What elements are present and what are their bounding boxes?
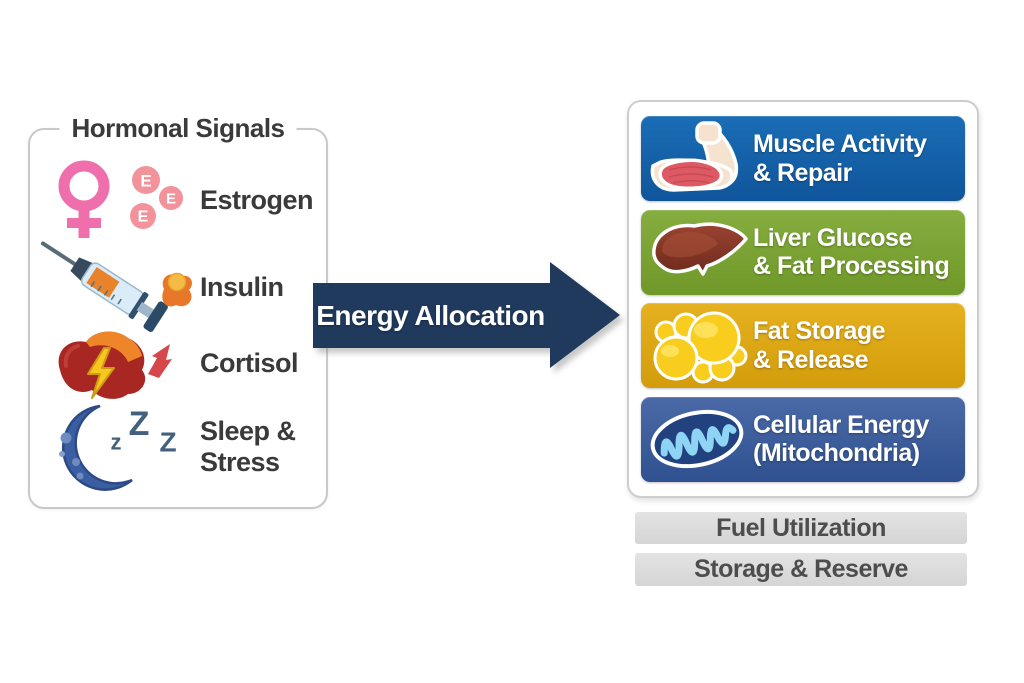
card-liver-glucose: Liver Glucose & Fat Processing xyxy=(641,209,965,295)
mitochondria-icon xyxy=(641,400,753,478)
estrogen-female-symbol-icon: E E E xyxy=(38,156,200,244)
card-fat-storage: Fat Storage & Release xyxy=(641,303,965,389)
svg-text:Z: Z xyxy=(159,427,176,458)
cortisol-adrenal-gland-icon xyxy=(38,320,200,406)
liver-glucose-label: Liver Glucose & Fat Processing xyxy=(753,223,950,281)
insulin-syringe-icon xyxy=(38,241,200,333)
cortisol-label: Cortisol xyxy=(200,347,299,378)
card-muscle-activity: Muscle Activity & Repair xyxy=(641,116,965,201)
sleep-stress-label: Sleep & Stress xyxy=(200,416,296,477)
storage-reserve-bar: Storage & Reserve xyxy=(635,553,967,586)
energy-outcomes-panel: Muscle Activity & Repair Li xyxy=(627,100,979,498)
fuel-utilization-bar: Fuel Utilization xyxy=(635,512,967,544)
energy-allocation-arrow: Energy Allocation xyxy=(308,256,628,376)
fat-cells-icon xyxy=(641,306,753,386)
estrogen-label: Estrogen xyxy=(200,184,314,215)
signal-row-estrogen: E E E Estrogen xyxy=(38,156,314,244)
muscle-arm-icon xyxy=(641,120,753,198)
svg-text:z: z xyxy=(111,430,122,455)
signal-row-cortisol: Cortisol xyxy=(38,320,299,406)
fat-storage-label: Fat Storage & Release xyxy=(753,317,886,374)
svg-text:E: E xyxy=(166,191,176,208)
svg-text:E: E xyxy=(138,209,149,226)
svg-text:E: E xyxy=(140,172,151,191)
energy-allocation-label: Energy Allocation xyxy=(316,300,545,331)
svg-text:Z: Z xyxy=(129,405,150,443)
muscle-activity-label: Muscle Activity & Repair xyxy=(753,130,927,187)
card-cellular-energy: Cellular Energy (Mitochondria) xyxy=(641,396,965,482)
signal-row-insulin: Insulin xyxy=(38,241,284,333)
cellular-energy-label: Cellular Energy (Mitochondria) xyxy=(753,410,929,468)
hormonal-signals-title: Hormonal Signals xyxy=(59,113,297,144)
hormonal-signals-panel: Hormonal Signals E E E Estrogen xyxy=(28,113,328,509)
sleep-crescent-moon-icon: z Z Z xyxy=(38,402,200,496)
liver-icon xyxy=(641,213,753,291)
insulin-label: Insulin xyxy=(200,271,284,302)
signal-row-sleep-stress: z Z Z Sleep & Stress xyxy=(38,402,296,496)
